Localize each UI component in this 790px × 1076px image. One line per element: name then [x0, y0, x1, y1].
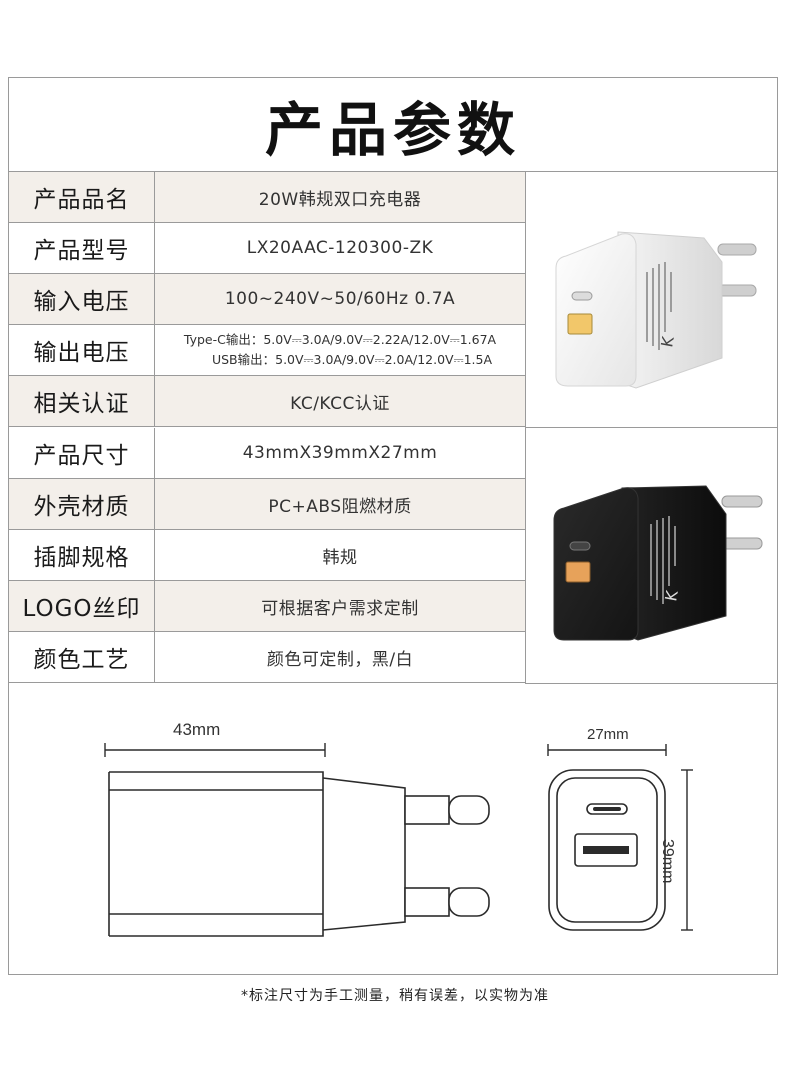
white-charger-icon: K: [555, 231, 757, 389]
footnote: *标注尺寸为手工测量，稍有误差，以实物为准: [241, 988, 549, 1004]
table-row: 产品型号 LX20AAC-120300-ZK: [9, 223, 525, 274]
table-row: 输入电压 100~240V~50/60Hz 0.7A: [9, 274, 525, 325]
spec-key: 产品品名: [9, 172, 155, 222]
spec-value: KC/KCC认证: [290, 393, 390, 414]
black-charger-icon: K: [553, 485, 763, 641]
spec-value: LX20AAC-120300-ZK: [246, 238, 434, 258]
table-row: 颜色工艺 颜色可定制，黑/白: [9, 632, 525, 683]
spec-value: 100~240V~50/60Hz 0.7A: [224, 289, 456, 309]
table-row: 相关认证 KC/KCC认证: [9, 376, 525, 427]
spec-value: 20W韩规双口充电器: [258, 189, 422, 210]
output-usb: USB输出：5.0V⎓3.0A/9.0V⎓2.0A/12.0V⎓1.5A: [211, 352, 493, 367]
table-row: 外壳材质 PC+ABS阻燃材质: [9, 479, 525, 530]
dimension-drawings: 43mm 27mm 39mm: [9, 684, 777, 974]
svg-text:K: K: [657, 335, 678, 349]
length-label: 43mm: [173, 720, 221, 739]
spec-value: Type-C输出：5.0V⎓3.0A/9.0V⎓2.22A/12.0V⎓1.67…: [155, 325, 525, 375]
height-label: 39mm: [659, 839, 676, 884]
output-typec: Type-C输出：5.0V⎓3.0A/9.0V⎓2.22A/12.0V⎓1.67…: [183, 332, 497, 347]
table-row: 输出电压 Type-C输出：5.0V⎓3.0A/9.0V⎓2.22A/12.0V…: [9, 325, 525, 376]
spec-sheet: 产品参数 产品品名 20W韩规双口充电器 产品型号 LX20AAC-120300…: [8, 77, 778, 975]
page-title: 产品参数: [264, 95, 521, 164]
black-charger-photo: K: [525, 428, 777, 684]
table-row: 插脚规格 韩规: [9, 530, 525, 581]
table-row: LOGO丝印 可根据客户需求定制: [9, 581, 525, 632]
spec-key: 产品尺寸: [9, 428, 155, 478]
spec-value: 颜色可定制，黑/白: [266, 649, 414, 670]
spec-key: 插脚规格: [9, 530, 155, 580]
spec-key: 颜色工艺: [9, 632, 155, 682]
spec-key: LOGO丝印: [9, 581, 155, 631]
spec-value: PC+ABS阻燃材质: [268, 496, 412, 517]
spec-value: 43mmX39mmX27mm: [242, 443, 438, 463]
title-row: 产品参数: [9, 78, 777, 172]
spec-key: 外壳材质: [9, 479, 155, 529]
table-row: 产品品名 20W韩规双口充电器: [9, 172, 525, 223]
spec-key: 输入电压: [9, 274, 155, 324]
svg-text:K: K: [661, 589, 682, 603]
spec-key: 相关认证: [9, 376, 155, 426]
table-row: 产品尺寸 43mmX39mmX27mm: [9, 428, 525, 479]
width-label: 27mm: [587, 726, 629, 743]
spec-key: 输出电压: [9, 325, 155, 375]
white-charger-photo: K: [525, 172, 777, 428]
dimension-drawing-icon: [104, 743, 693, 937]
spec-value: 韩规: [322, 547, 358, 568]
spec-value: 可根据客户需求定制: [261, 598, 419, 619]
spec-key: 产品型号: [9, 223, 155, 273]
